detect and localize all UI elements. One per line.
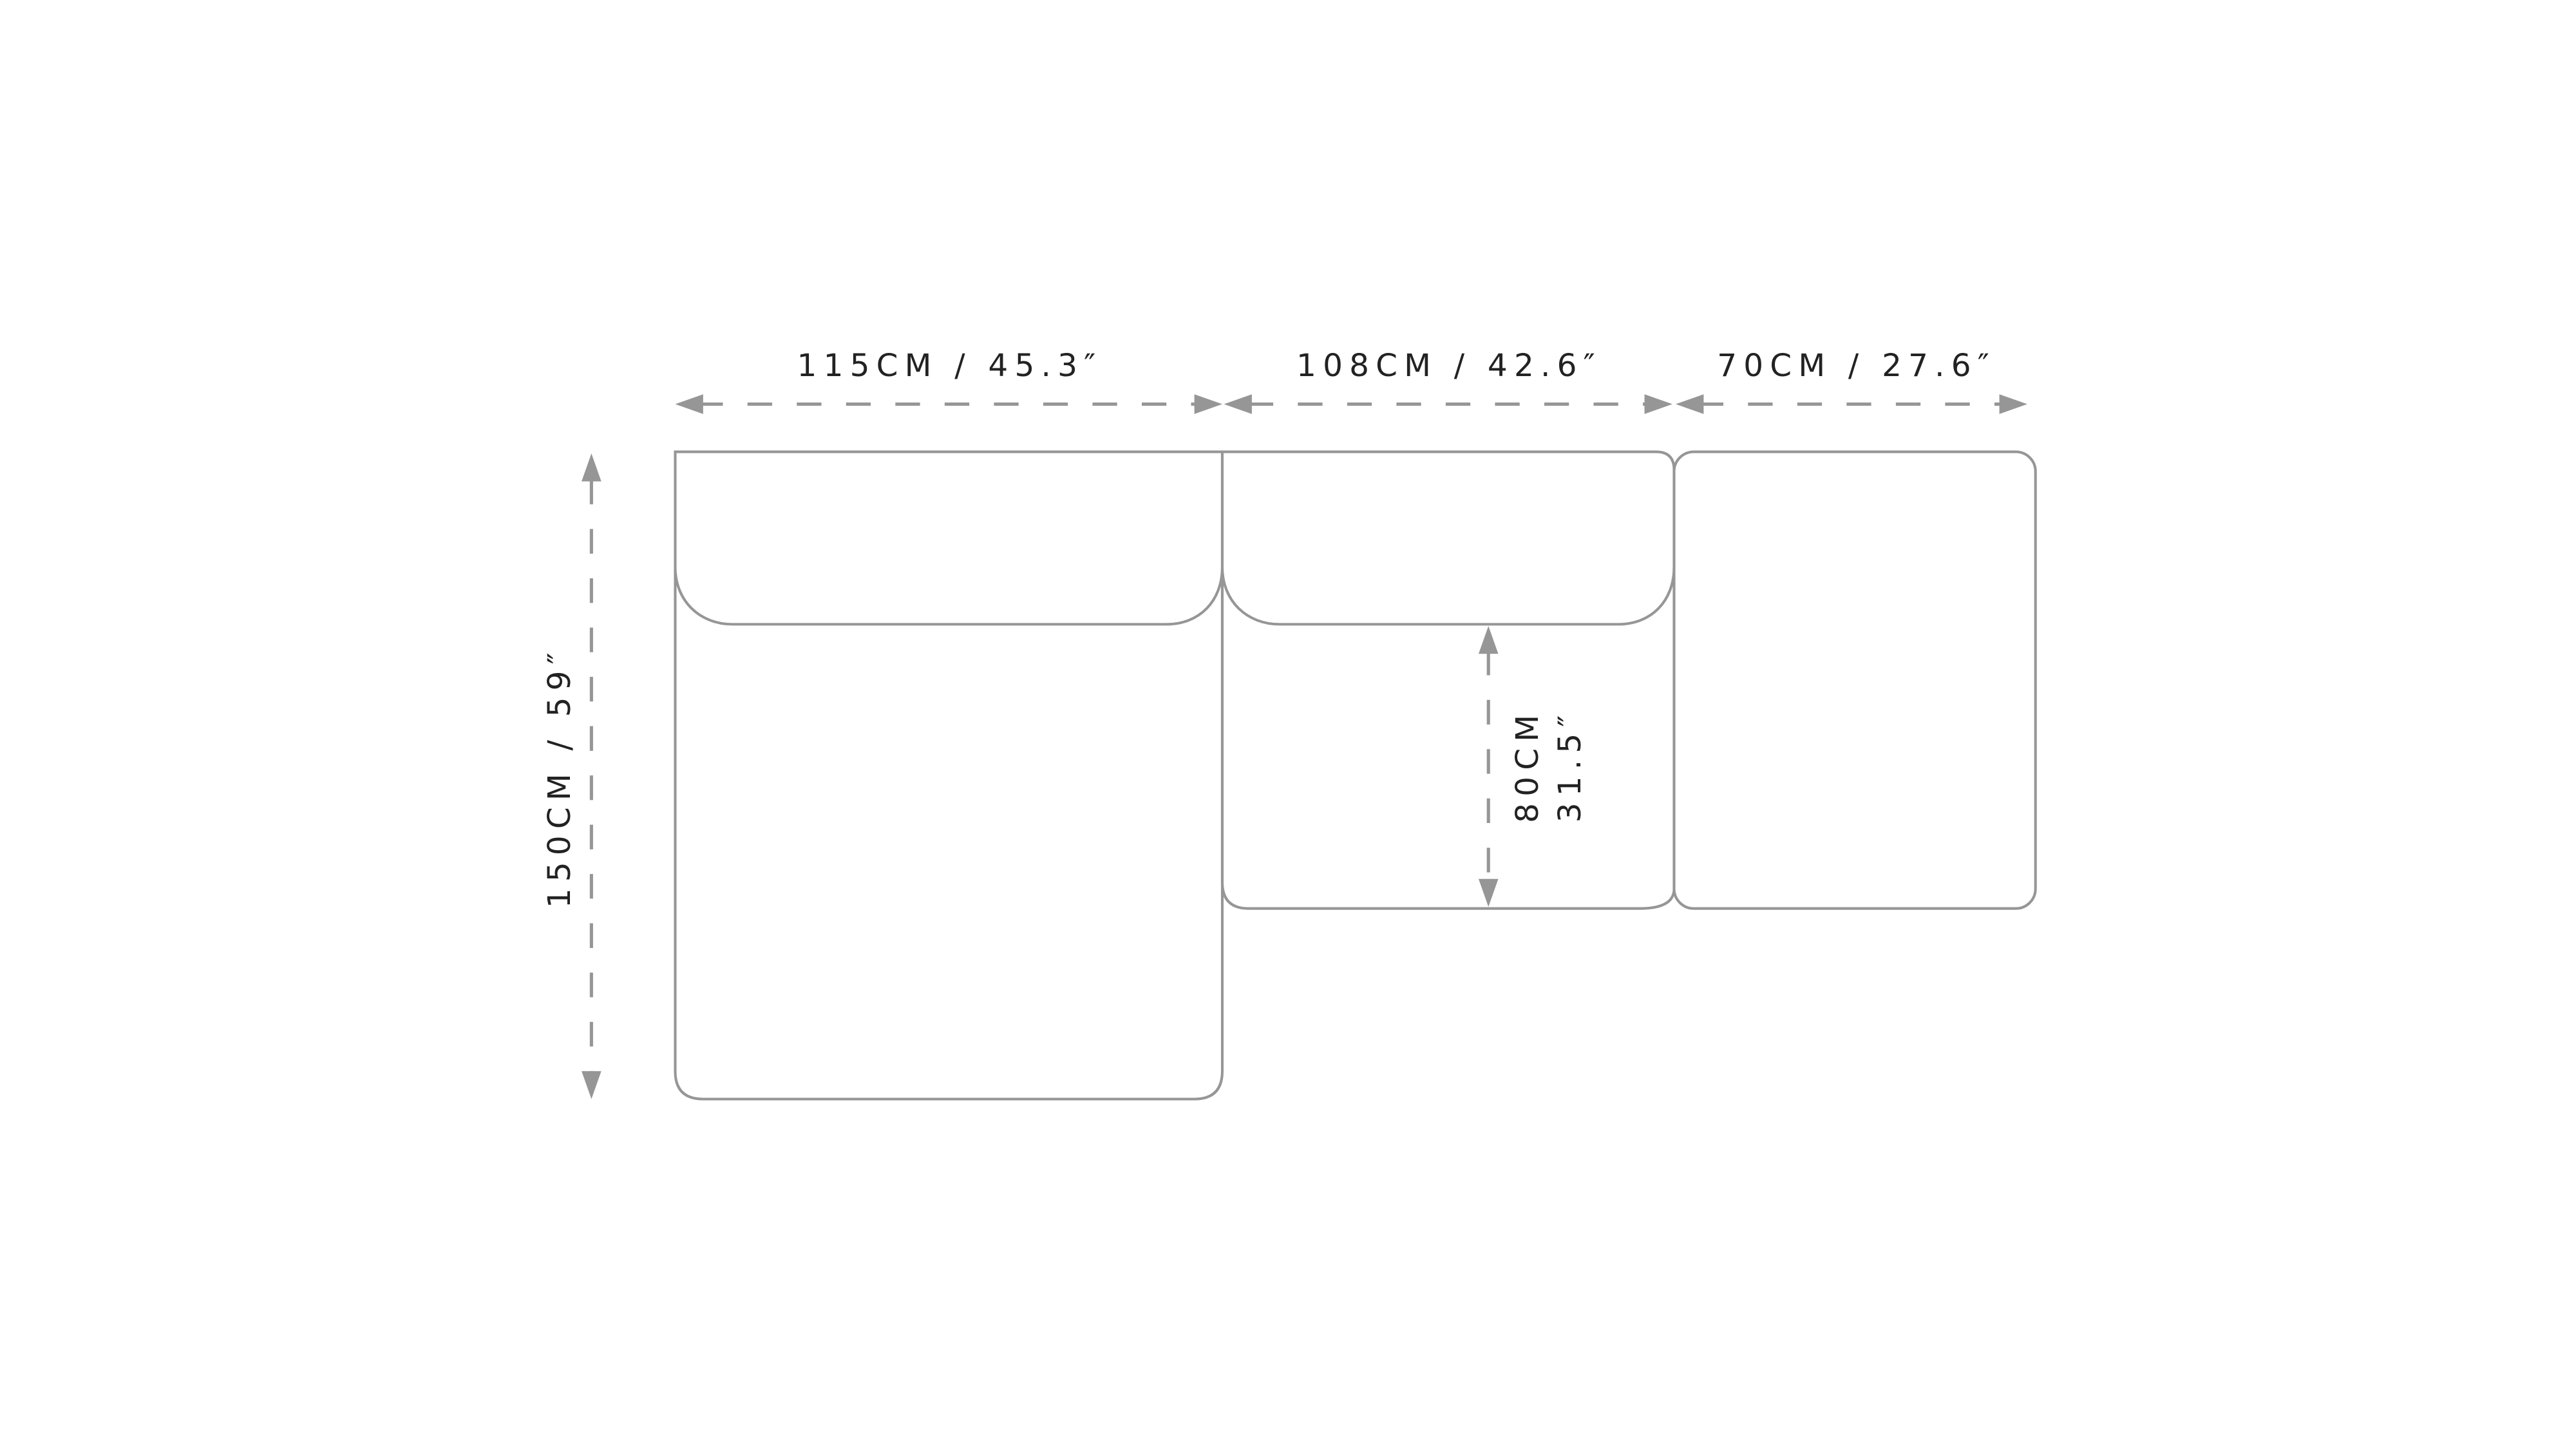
chaise-module	[674, 450, 1224, 1101]
seat-depth-arrow	[1478, 625, 1499, 907]
module-3-width-arrow	[1676, 394, 2027, 414]
middle-seat-module	[1220, 450, 1676, 910]
seat-depth-cm-label: 80CM	[1510, 708, 1546, 823]
seat-depth-in-label: 31.5″	[1552, 708, 1588, 822]
module-2-width-label: 108CM / 42.6″	[1296, 348, 1602, 384]
module-1-width-label: 115CM / 45.3″	[797, 348, 1103, 384]
module-3-width-label: 70CM / 27.6″	[1717, 348, 1996, 384]
total-depth-arrow	[582, 453, 601, 1099]
module-2-width-arrow	[1224, 394, 1672, 414]
module-1-width-arrow	[675, 394, 1222, 414]
total-depth-label: 150CM / 59″	[542, 646, 578, 908]
armless-module	[1672, 450, 2037, 910]
